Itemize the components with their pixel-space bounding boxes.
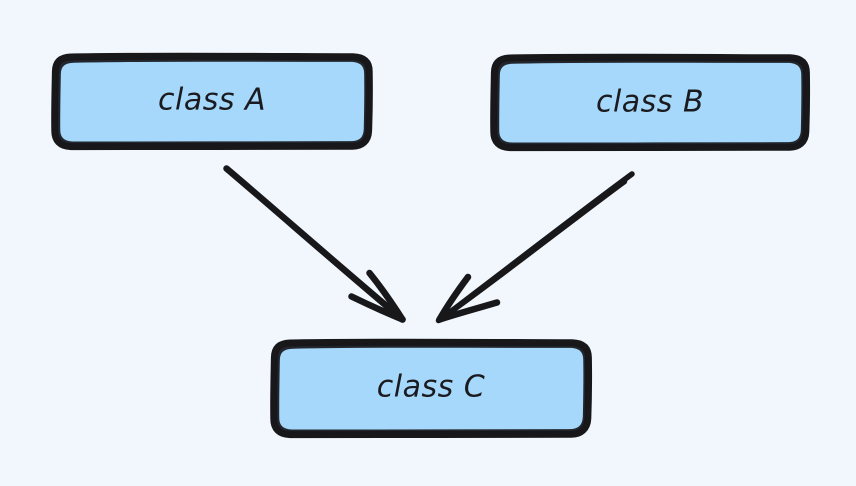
node-class-b-label: class B xyxy=(596,85,704,120)
node-class-a-label: class A xyxy=(158,83,266,118)
node-class-b-outline xyxy=(490,53,811,152)
node-class-a[interactable]: class A xyxy=(51,52,373,151)
node-class-a-fill xyxy=(55,57,369,146)
node-class-a-outline xyxy=(51,52,373,151)
node-class-b[interactable]: class B xyxy=(490,53,811,152)
edge-class-b-to-class-c[interactable] xyxy=(435,171,635,324)
node-class-c[interactable]: class C xyxy=(270,338,593,439)
edge-b-to-c-shaft-inner xyxy=(435,178,628,324)
node-class-c-outline-sketch xyxy=(274,343,588,435)
node-class-b-fill xyxy=(494,58,806,148)
edge-b-to-c-arrowhead-barb-lower xyxy=(436,299,501,323)
node-class-c-outline xyxy=(270,338,593,439)
edge-a-to-c-shaft xyxy=(223,165,406,323)
node-class-c-label: class C xyxy=(377,370,485,405)
edge-class-a-to-class-c[interactable] xyxy=(223,165,406,323)
node-class-b-outline-sketch xyxy=(494,58,806,148)
node-class-c-fill xyxy=(274,343,588,434)
edge-a-to-c-arrowhead-barb-lower xyxy=(348,293,406,323)
node-class-a-outline-sketch xyxy=(55,57,369,147)
